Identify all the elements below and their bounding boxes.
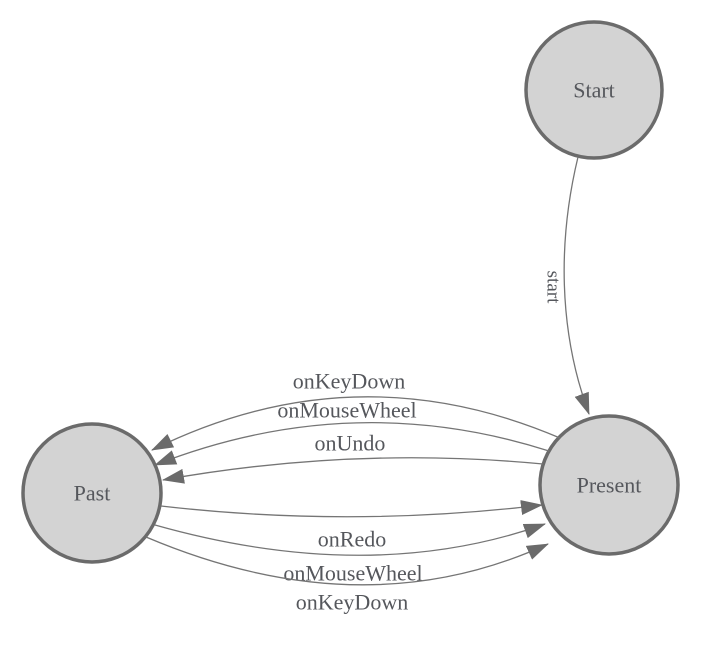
node-start-label: Start bbox=[573, 78, 615, 103]
node-present[interactable]: Present bbox=[538, 414, 680, 556]
edge-present-to-past-mousewheel[interactable]: onMouseWheel bbox=[154, 398, 550, 466]
edge-past-to-present-mousewheel-path bbox=[154, 523, 546, 556]
edge-present-to-past-keydown[interactable]: onKeyDown bbox=[151, 369, 561, 451]
edge-past-to-present-keydown-path bbox=[145, 536, 549, 586]
edge-start-to-present[interactable]: start bbox=[542, 156, 590, 415]
edge-label-onmousewheel-bottom: onMouseWheel bbox=[283, 561, 422, 586]
edge-label-onmousewheel-top: onMouseWheel bbox=[277, 398, 416, 423]
edge-start-to-present-path bbox=[563, 156, 590, 415]
edge-present-to-past-mousewheel-path bbox=[154, 422, 550, 466]
edge-label-onkeydown-bottom: onKeyDown bbox=[296, 590, 408, 615]
edge-label-start: start bbox=[542, 271, 563, 304]
edge-present-to-past-undo[interactable]: onUndo bbox=[162, 431, 544, 484]
edge-label-onundo: onUndo bbox=[315, 431, 386, 456]
edge-present-to-past-undo-path bbox=[162, 457, 544, 484]
node-present-circle bbox=[538, 414, 680, 556]
edge-past-to-present-redo[interactable]: onRedo bbox=[160, 500, 543, 552]
node-past[interactable]: Past bbox=[21, 422, 163, 564]
edge-past-to-present-redo-path bbox=[160, 500, 543, 518]
node-start[interactable]: Start bbox=[524, 20, 664, 160]
edge-label-onkeydown-top: onKeyDown bbox=[293, 369, 405, 394]
edge-label-onredo: onRedo bbox=[318, 527, 386, 552]
node-past-circle bbox=[21, 422, 163, 564]
node-past-label: Past bbox=[74, 481, 111, 506]
node-start-circle bbox=[524, 20, 664, 160]
node-present-label: Present bbox=[577, 473, 642, 498]
edge-present-to-past-keydown-path bbox=[151, 396, 561, 451]
edge-past-to-present-keydown[interactable]: onKeyDown bbox=[145, 536, 549, 615]
